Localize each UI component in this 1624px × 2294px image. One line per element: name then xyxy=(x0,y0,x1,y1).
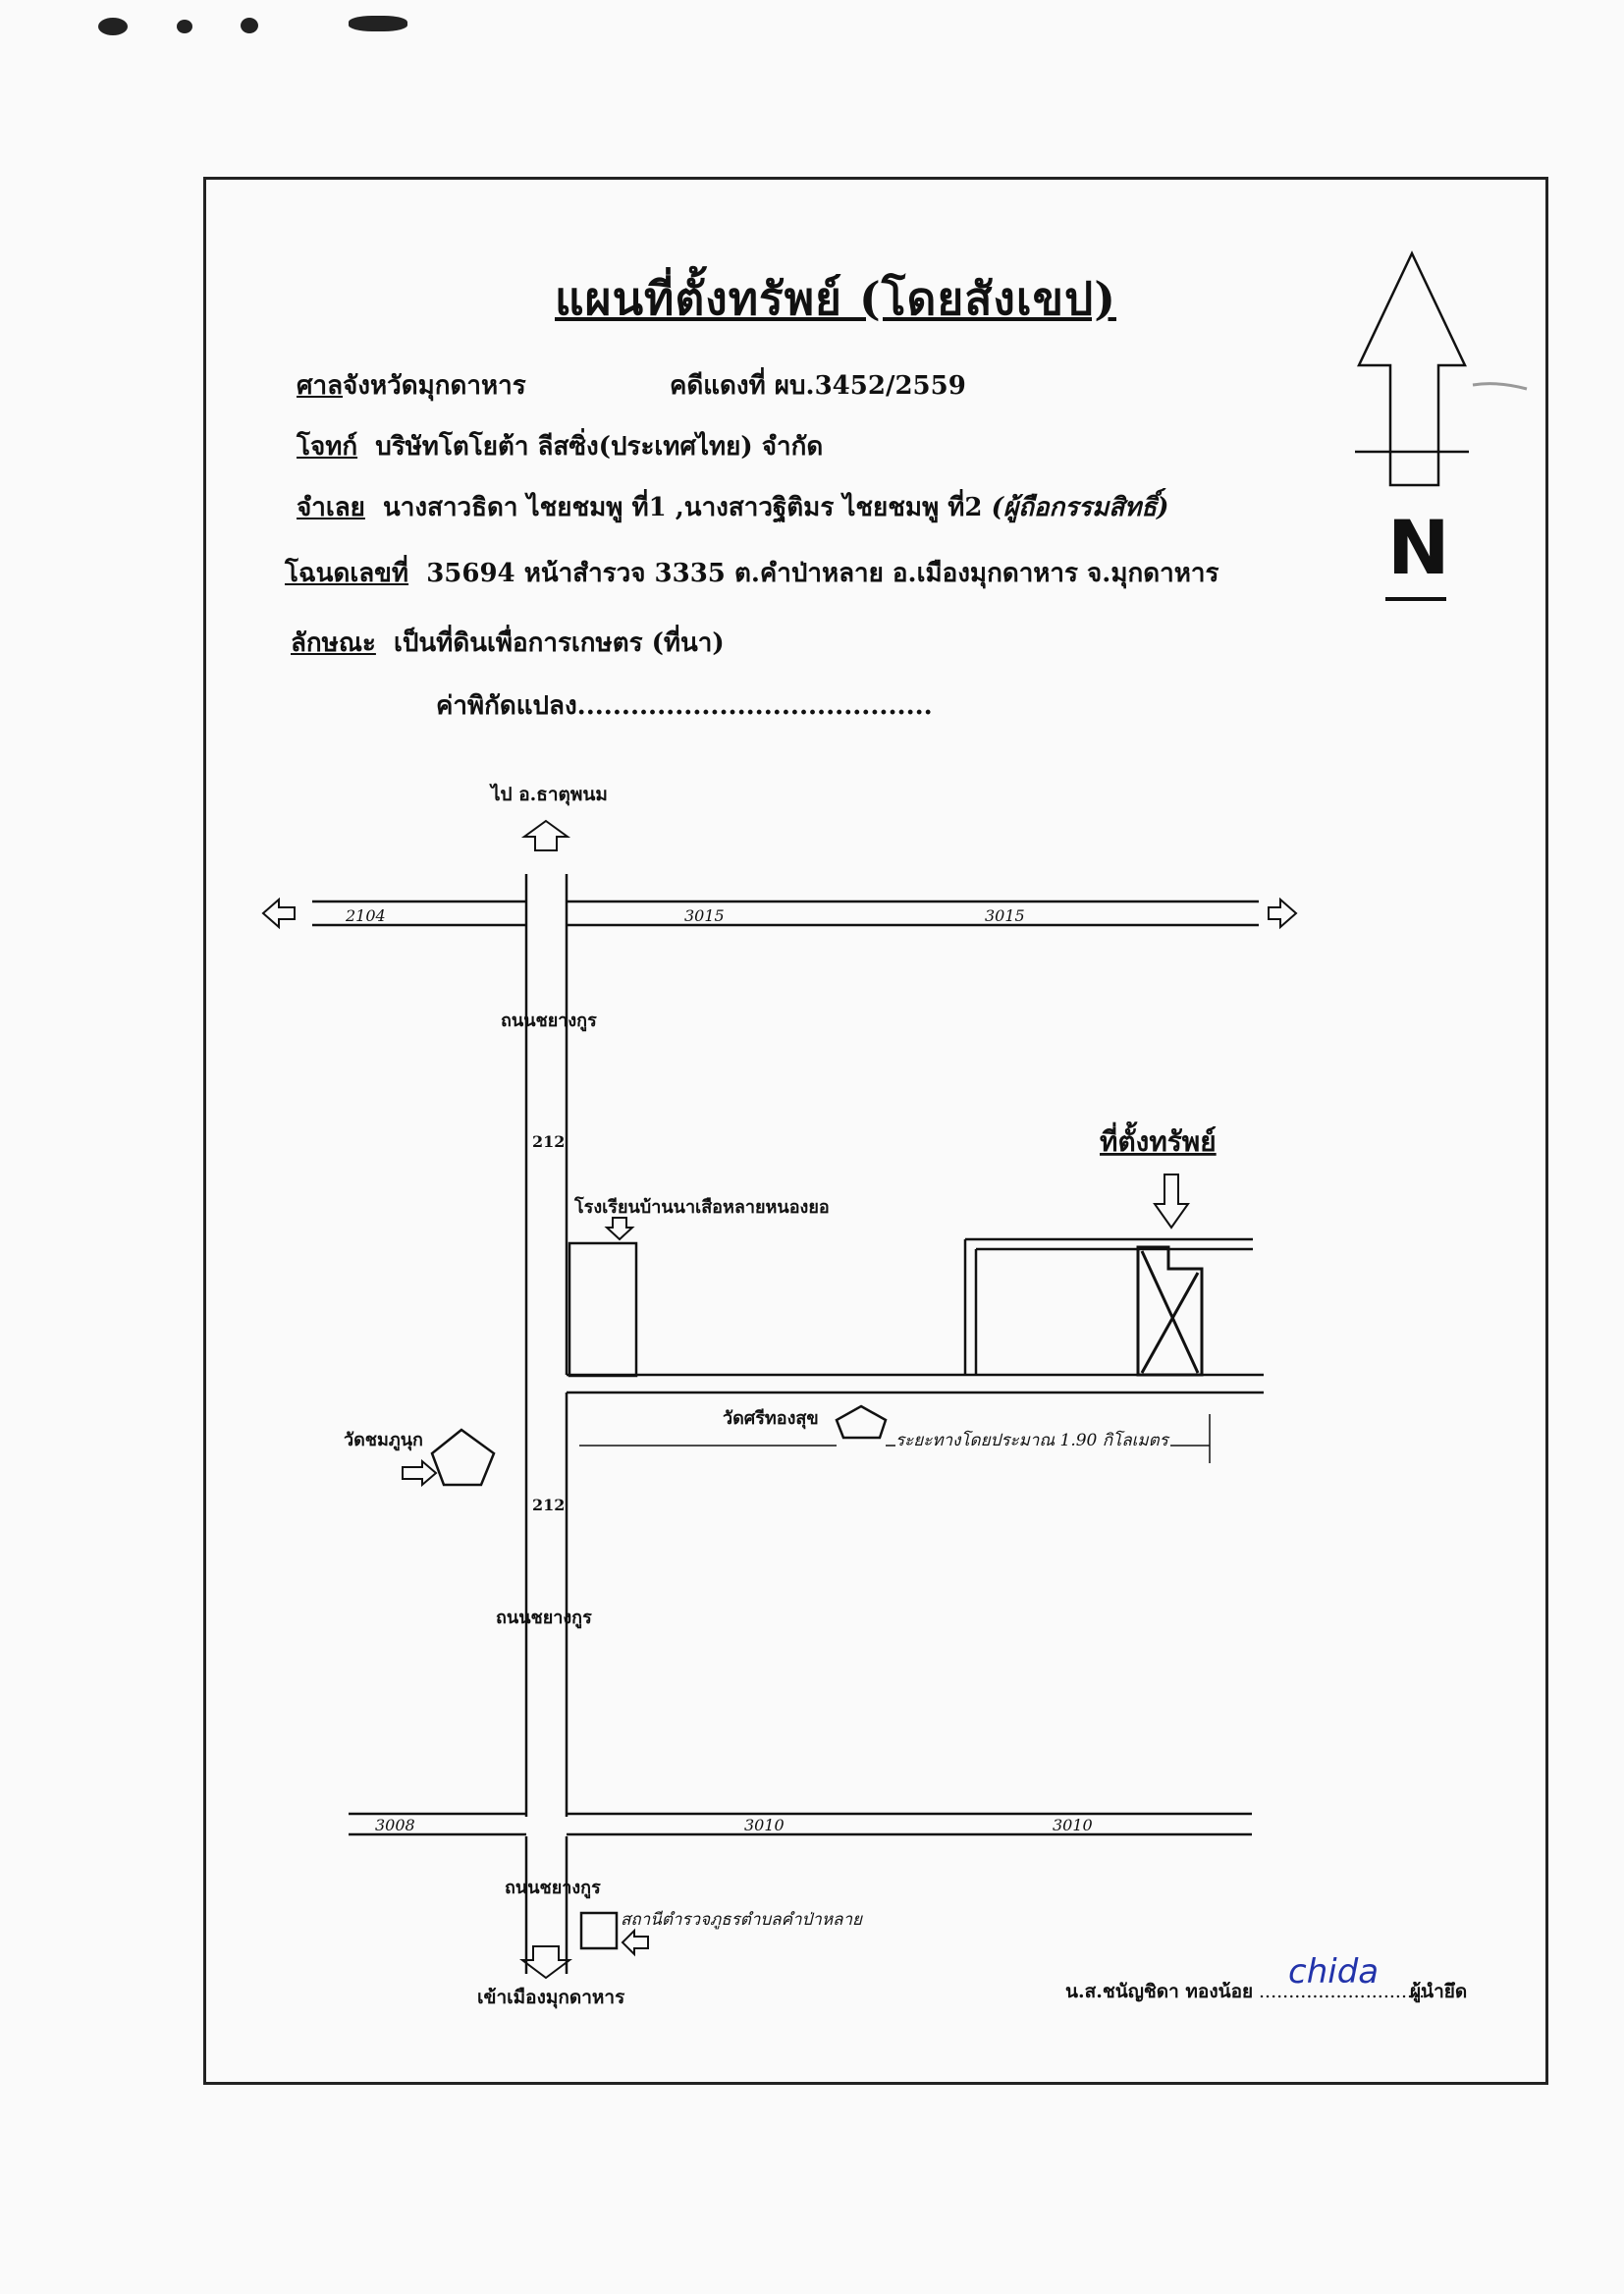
court-value: จังหวัดมุกดาหาร xyxy=(343,371,526,401)
school-label: โรงเรียนบ้านนาเสือหลายหนองยอ xyxy=(573,1196,830,1218)
scan-artifact xyxy=(1472,382,1528,391)
bottom-road xyxy=(349,1812,1252,1836)
road-number-label: 3010 xyxy=(1053,1816,1093,1834)
plaintiff-value: บริษัทโตโยต้า ลีสซิ่ง(ประเทศไทย) จำกัด xyxy=(375,432,824,462)
side-road xyxy=(567,1237,1264,1394)
plaintiff-label: โจทก์ xyxy=(297,432,358,462)
property-plot xyxy=(1136,1245,1204,1377)
nature-label: ลักษณะ xyxy=(291,628,376,658)
signature-dots: ............................ xyxy=(1259,1981,1425,2002)
top-road xyxy=(312,900,1259,927)
north-underline xyxy=(1385,597,1446,601)
defendant-label: จำเลย xyxy=(297,493,365,522)
police-station xyxy=(579,1911,619,1950)
distance-line xyxy=(579,1414,1211,1463)
temple-label: วัดชมภูนุก xyxy=(344,1430,423,1451)
nature-line: ลักษณะ เป็นที่ดินเพื่อการเกษตร (ที่นา) xyxy=(291,623,725,663)
scan-artifact xyxy=(98,18,128,35)
to-south-label: เข้าเมืองมุกดาหาร xyxy=(477,1987,625,2009)
signatory-role: ผู้นำยึด xyxy=(1410,1981,1467,2003)
road-number-label: 2104 xyxy=(345,906,386,925)
road-number-label: 3015 xyxy=(684,906,725,925)
court-line: ศาลจังหวัดมุกดาหาร xyxy=(297,365,526,406)
temple-icon xyxy=(835,1404,888,1440)
page-title: แผนที่ตั้งทรัพย์ (โดยสังเขป) xyxy=(555,272,1116,325)
defendant-note: (ผู้ถือกรรมสิทธิ์) xyxy=(991,493,1169,522)
scan-artifact xyxy=(241,18,258,33)
arrow-icon xyxy=(261,819,1298,1980)
handwritten-signature: chida xyxy=(1288,1952,1380,1992)
document-frame xyxy=(203,177,1548,2085)
defendant-line: จำเลย นางสาวธิดา ไชยชมพู ที่1 ,นางสาวฐิต… xyxy=(297,487,1168,527)
temple-icon xyxy=(430,1428,496,1487)
police-label: สถานีตำรวจภูธรตำบลคำป่าหลาย xyxy=(621,1910,863,1930)
road-number-label: 3015 xyxy=(985,906,1025,925)
north-arrow-icon xyxy=(1355,250,1469,487)
deed-label: โฉนดเลขที่ xyxy=(285,559,409,588)
defendant-value: นางสาวธิดา ไชยชมพู ที่1 ,นางสาวฐิติมร ไช… xyxy=(383,493,983,522)
school-building xyxy=(568,1241,638,1378)
deed-line: โฉนดเลขที่ 35694 หน้าสำรวจ 3335 ต.คำป่าห… xyxy=(285,553,1218,593)
road-name-label: ถนนชยางกูร xyxy=(505,1878,601,1899)
to-north-label: ไป อ.ธาตุพนม xyxy=(489,783,608,806)
scan-artifact xyxy=(349,16,407,31)
signatory-name: น.ส.ชนัญชิดา ทองน้อย xyxy=(1065,1981,1253,2002)
nature-value: เป็นที่ดินเพื่อการเกษตร (ที่นา) xyxy=(394,628,725,658)
temple-label: วัดศรีทองสุข xyxy=(723,1408,819,1430)
road-number-label: 212 xyxy=(532,1132,565,1151)
main-road xyxy=(524,874,568,1974)
court-label: ศาล xyxy=(297,371,344,401)
road-number-label: 212 xyxy=(532,1496,565,1514)
distance-label: ระยะทางโดยประมาณ 1.90 กิโลเมตร xyxy=(895,1430,1170,1450)
north-letter: N xyxy=(1387,504,1450,591)
deed-value: 35694 หน้าสำรวจ 3335 ต.คำป่าหลาย อ.เมือง… xyxy=(426,559,1219,588)
coordinate-line: ค่าพิกัดแปลง............................… xyxy=(436,691,933,721)
case-number: คดีแดงที่ ผบ.3452/2559 xyxy=(670,371,966,401)
road-name-label: ถนนชยางกูร xyxy=(496,1608,592,1629)
road-name-label: ถนนชยางกูร xyxy=(501,1010,597,1032)
road-number-label: 3010 xyxy=(744,1816,785,1834)
road-number-label: 3008 xyxy=(375,1816,415,1834)
plaintiff-line: โจทก์ บริษัทโตโยต้า ลีสซิ่ง(ประเทศไทย) จ… xyxy=(297,426,823,466)
scan-artifact xyxy=(177,20,192,33)
property-label: ที่ตั้งทรัพย์ xyxy=(1100,1120,1217,1158)
